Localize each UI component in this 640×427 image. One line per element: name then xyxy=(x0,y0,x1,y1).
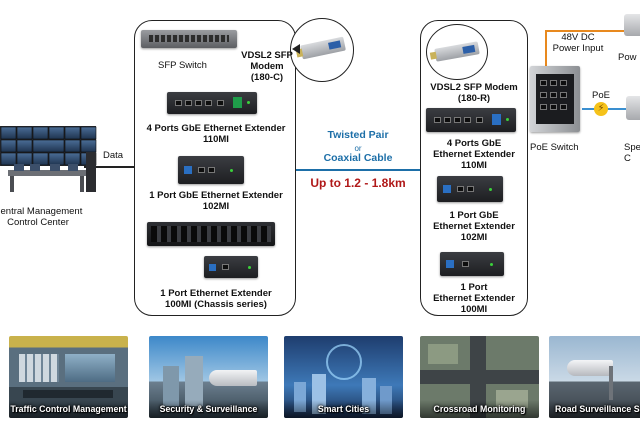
sfp-modem-circle-left xyxy=(290,18,354,82)
sfp-modem-pointer-left xyxy=(292,44,300,54)
scenario-label: Security & Surveillance xyxy=(159,404,258,414)
vdsl-link-line xyxy=(296,169,420,171)
poe-label: PoE xyxy=(592,90,610,101)
one-port-gbe-extender-device-right xyxy=(437,176,503,202)
camera-top-icon xyxy=(624,14,640,36)
camera-side-icon xyxy=(626,96,640,120)
distance-label: Up to 1.2 - 1.8km xyxy=(310,176,406,190)
speed-cut-label: Spe C xyxy=(624,142,640,164)
control-room-icon xyxy=(0,126,97,192)
scenario-label: Smart Cities xyxy=(317,404,370,414)
power-input-label: 48V DC Power Input xyxy=(552,32,604,54)
scenario-smart-cities: Smart Cities xyxy=(284,336,403,418)
scenario-security: Security & Surveillance xyxy=(149,336,268,418)
control-center-label: Central Management Control Center xyxy=(0,206,83,228)
scenario-label: Road Surveillance Sys xyxy=(555,404,640,414)
data-link-line xyxy=(84,166,134,168)
scenario-label: Crossroad Monitoring xyxy=(433,404,526,414)
scenario-traffic-control: Traffic Control Management xyxy=(9,336,128,418)
scenario-road-surveillance: Road Surveillance Sys xyxy=(549,336,640,418)
sfp-switch-label: SFP Switch xyxy=(158,60,207,71)
sfp-module-icon xyxy=(295,36,346,60)
power-cut-label: Pow xyxy=(618,52,637,63)
poe-switch-label: PoE Switch xyxy=(530,142,579,153)
twisted-pair-label: Twisted Pair xyxy=(327,129,389,141)
four-port-extender-device-right xyxy=(426,108,516,132)
control-center-image xyxy=(0,118,100,204)
sfp-switch-device xyxy=(141,30,237,48)
scenario-label: Traffic Control Management xyxy=(10,404,127,414)
sfp-modem-circle-right xyxy=(426,24,488,80)
right-four-port-label: 4 Ports GbE Ethernet Extender 110MI xyxy=(433,138,515,171)
poe-line xyxy=(582,108,640,110)
chassis-card-device xyxy=(204,256,258,278)
right-sfp-modem-label: VDSL2 SFP Modem (180-R) xyxy=(430,82,518,104)
chassis-rack-device xyxy=(147,222,275,246)
right-one-port-label: 1 Port Ethernet Extender 100MI xyxy=(433,282,515,315)
sfp-module-icon-right xyxy=(429,41,480,62)
right-one-port-gbe-label: 1 Port GbE Ethernet Extender 102MI xyxy=(433,210,515,243)
four-port-extender-device-left xyxy=(167,92,257,114)
left-chassis-label: 1 Port Ethernet Extender 100MI (Chassis … xyxy=(160,288,272,310)
coaxial-cable-label: Coaxial Cable xyxy=(323,152,393,164)
data-label: Data xyxy=(103,150,124,161)
left-sfp-modem-label: VDSL2 SFP Modem (180-C) xyxy=(241,50,293,83)
scenario-crossroad: Crossroad Monitoring xyxy=(420,336,539,418)
power-line-horizontal xyxy=(545,30,640,32)
poe-switch-device xyxy=(530,66,580,132)
power-line-vertical xyxy=(545,30,547,70)
left-four-port-label: 4 Ports GbE Ethernet Extender 110MI xyxy=(146,123,286,145)
one-port-extender-device-right xyxy=(440,252,504,276)
left-one-port-gbe-label: 1 Port GbE Ethernet Extender 102MI xyxy=(149,190,283,212)
one-port-gbe-extender-device-left xyxy=(178,156,244,184)
or-label: or xyxy=(354,144,362,153)
poe-bolt-icon: ⚡ xyxy=(594,102,608,116)
